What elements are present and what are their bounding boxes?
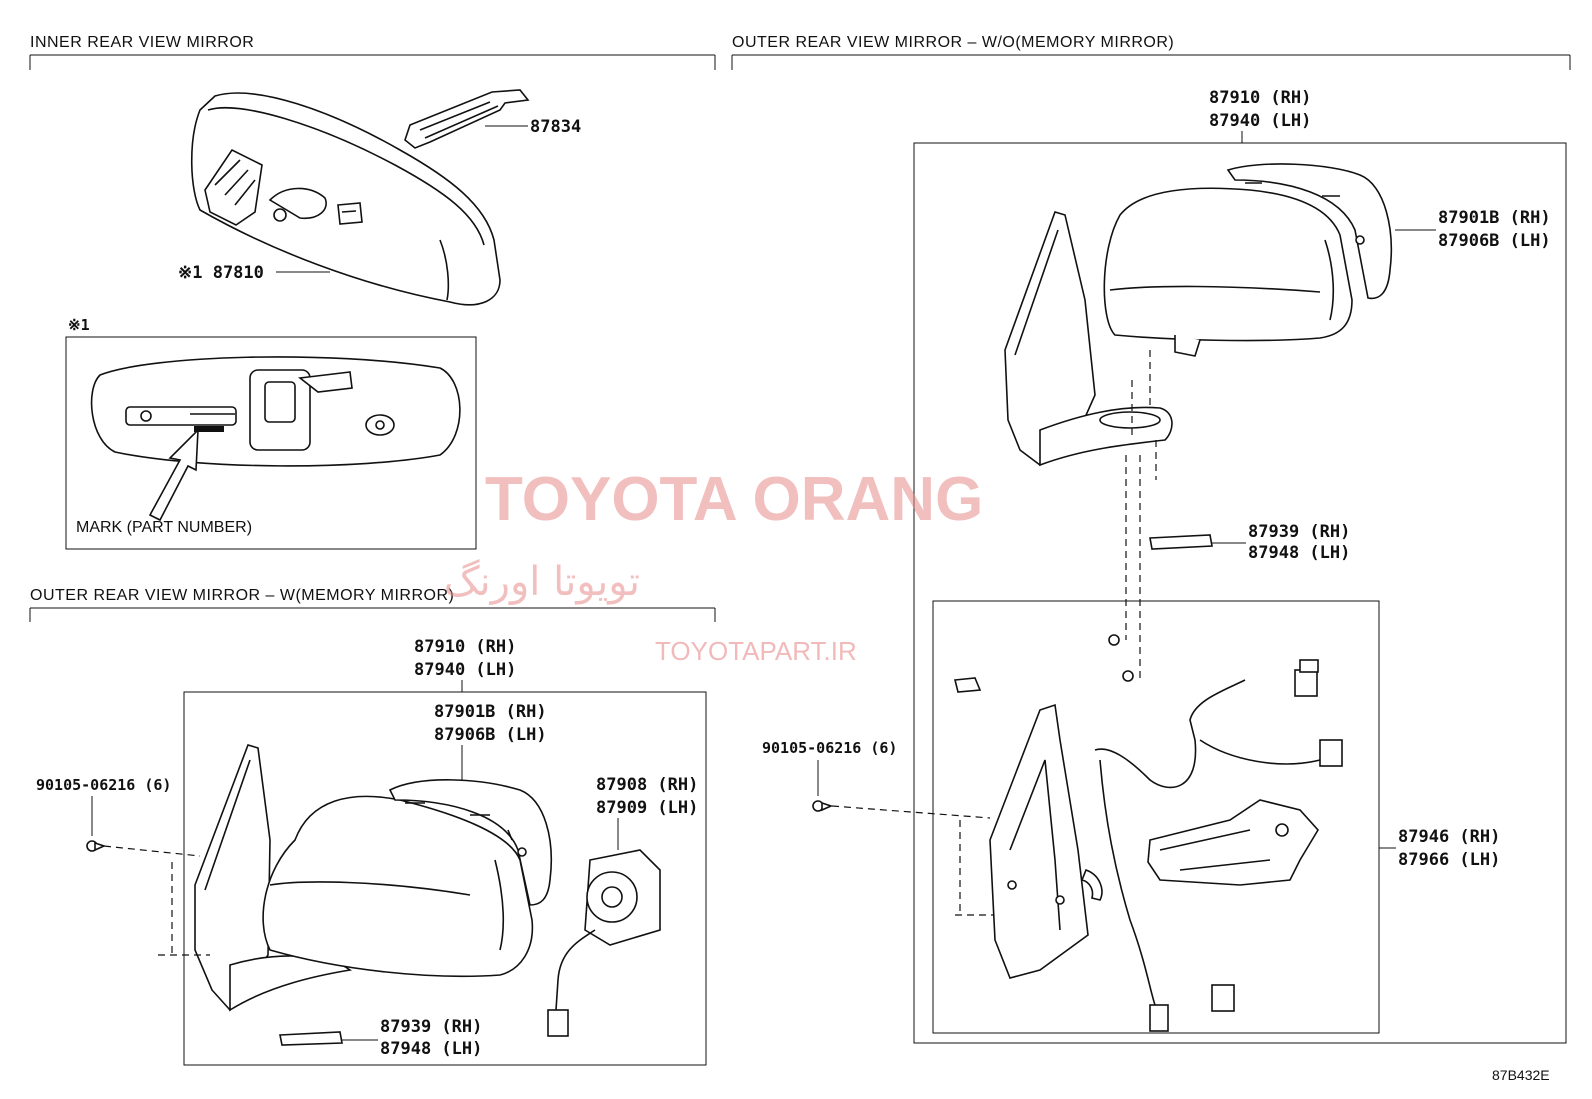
label-w-87910: 87910 (RH) xyxy=(414,637,516,657)
inner-mirror-detail-box: ※1 MARK (PART NUMBER) xyxy=(65,316,477,550)
label-87834: 87834 xyxy=(530,117,581,137)
label-wo-87910: 87910 (RH) xyxy=(1209,88,1311,108)
outer-w-drawing: 87910 (RH) 87940 (LH) 87901B (RH) 87906B… xyxy=(36,637,707,1066)
section-outer-w-header: OUTER REAR VIEW MIRROR – W(MEMORY MIRROR… xyxy=(29,587,716,622)
diagram-reference-code: 87B432E xyxy=(1492,1067,1550,1083)
watermark-persian: تویوتا اورنگ xyxy=(444,559,640,605)
section-title-inner: INNER REAR VIEW MIRROR xyxy=(30,34,254,51)
section-title-outer-wo: OUTER REAR VIEW MIRROR – W/O(MEMORY MIRR… xyxy=(732,34,1174,51)
section-title-outer-w: OUTER REAR VIEW MIRROR – W(MEMORY MIRROR… xyxy=(30,587,454,604)
label-w-87901b: 87901B (RH) xyxy=(434,702,547,722)
watermark-main: TOYOTA ORANG xyxy=(485,465,983,534)
label-wo-90105: 90105-06216 (6) xyxy=(762,739,897,757)
section-outer-wo-header: OUTER REAR VIEW MIRROR – W/O(MEMORY MIRR… xyxy=(731,34,1571,70)
inner-mirror-drawing: 87834 ※1 87810 xyxy=(178,89,581,306)
label-wo-87901b: 87901B (RH) xyxy=(1438,208,1551,228)
watermark: TOYOTA ORANG تویوتا اورنگ TOYOTAPART.IR xyxy=(444,465,984,666)
label-w-90105: 90105-06216 (6) xyxy=(36,776,171,794)
watermark-url: TOYOTAPART.IR xyxy=(655,636,857,666)
label-wo-87966: 87966 (LH) xyxy=(1398,850,1500,870)
label-w-87909: 87909 (LH) xyxy=(596,798,698,818)
label-w-87906b: 87906B (LH) xyxy=(434,725,547,745)
outer-wo-drawing: 87910 (RH) 87940 (LH) 87901B (RH) 87906B… xyxy=(762,88,1567,1044)
label-wo-87946: 87946 (RH) xyxy=(1398,827,1500,847)
section-inner-header: INNER REAR VIEW MIRROR xyxy=(29,34,716,70)
label-w-87940: 87940 (LH) xyxy=(414,660,516,680)
label-mark-part-number: MARK (PART NUMBER) xyxy=(76,519,252,536)
label-w-87939: 87939 (RH) xyxy=(380,1017,482,1037)
label-wo-87940: 87940 (LH) xyxy=(1209,111,1311,131)
detail-ref-mark: ※1 xyxy=(68,316,90,334)
label-wo-87948: 87948 (LH) xyxy=(1248,543,1350,563)
label-87810: ※1 87810 xyxy=(178,263,264,283)
label-w-87908: 87908 (RH) xyxy=(596,775,698,795)
label-w-87948: 87948 (LH) xyxy=(380,1039,482,1059)
label-wo-87939: 87939 (RH) xyxy=(1248,522,1350,542)
label-wo-87906b: 87906B (LH) xyxy=(1438,231,1551,251)
